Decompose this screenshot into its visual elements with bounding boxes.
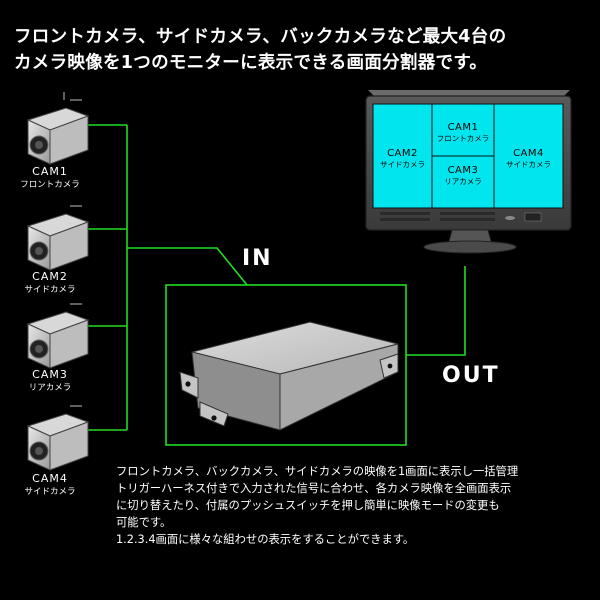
camera-1-icon (26, 92, 90, 165)
screen-cell-cam4-name: サイドカメラ (506, 160, 551, 169)
screen-cell-cam1-code: CAM1 (447, 122, 479, 133)
headline-line-1: フロントカメラ、サイドカメラ、バックカメラなど最大4台の (14, 27, 507, 47)
output-wire (406, 266, 466, 356)
camera-4-icon (26, 405, 90, 471)
camera-3-name: リアカメラ (28, 383, 72, 393)
camera-2-label: CAM2 サイドカメラ (10, 270, 90, 295)
camera-3-label: CAM3 リアカメラ (10, 368, 90, 393)
headline: フロントカメラ、サイドカメラ、バックカメラなど最大4台の カメラ映像を1つのモニ… (14, 24, 594, 76)
camera-4-name: サイドカメラ (24, 487, 76, 497)
screen-cell-cam2-name: サイドカメラ (380, 160, 425, 169)
description-line-4: 可能です。 (116, 516, 172, 529)
camera-3-code: CAM3 (32, 368, 68, 381)
screen-cell-cam4: CAM4 サイドカメラ (494, 148, 563, 170)
screen-cell-cam4-code: CAM4 (513, 148, 544, 159)
headline-line-2: カメラ映像を1つのモニターに表示できる画面分割器です。 (14, 53, 488, 73)
screen-cell-cam1-name: フロントカメラ (436, 134, 490, 143)
description-line-1: フロントカメラ、バックカメラ、サイドカメラの映像を1画面に表示し一括管理 (116, 465, 519, 478)
description-line-5: 1.2.3.4画面に様々な組わせの表示をすることができます。 (116, 533, 415, 546)
description-line-3: に切り替えたり、付属のプッシュスイッチを押し簡単に映像モードの変更も (116, 499, 500, 512)
input-label: IN (242, 246, 273, 271)
screen-cell-cam1: CAM1 フロントカメラ (432, 122, 494, 144)
camera-2-icon (26, 205, 90, 271)
splitter-frame (165, 284, 407, 446)
description: フロントカメラ、バックカメラ、サイドカメラの映像を1画面に表示し一括管理 トリガ… (116, 463, 592, 548)
camera-1-label: CAM1 フロントカメラ (10, 165, 90, 190)
screen-cell-cam3-code: CAM3 (447, 165, 479, 176)
description-line-2: トリガーハーネス付きで入力された信号に合わせ、各カメラ映像を全画面表示 (116, 482, 512, 495)
monitor (365, 90, 572, 254)
camera-4-label: CAM4 サイドカメラ (10, 472, 90, 497)
camera-1-name: フロントカメラ (20, 180, 80, 190)
camera-3-icon (26, 303, 90, 369)
camera-2-code: CAM2 (32, 270, 68, 283)
camera-bus-wiring (88, 124, 248, 431)
splitter-device (179, 321, 399, 431)
camera-1-code: CAM1 (32, 165, 68, 178)
screen-cell-cam3-name: リアカメラ (444, 177, 482, 186)
screen-cell-cam3: CAM3 リアカメラ (432, 165, 494, 187)
output-label: OUT (442, 363, 500, 388)
screen-cell-cam2-code: CAM2 (387, 148, 418, 159)
screen-cell-cam2: CAM2 サイドカメラ (373, 148, 432, 170)
camera-4-code: CAM4 (32, 472, 68, 485)
camera-2-name: サイドカメラ (24, 285, 76, 295)
